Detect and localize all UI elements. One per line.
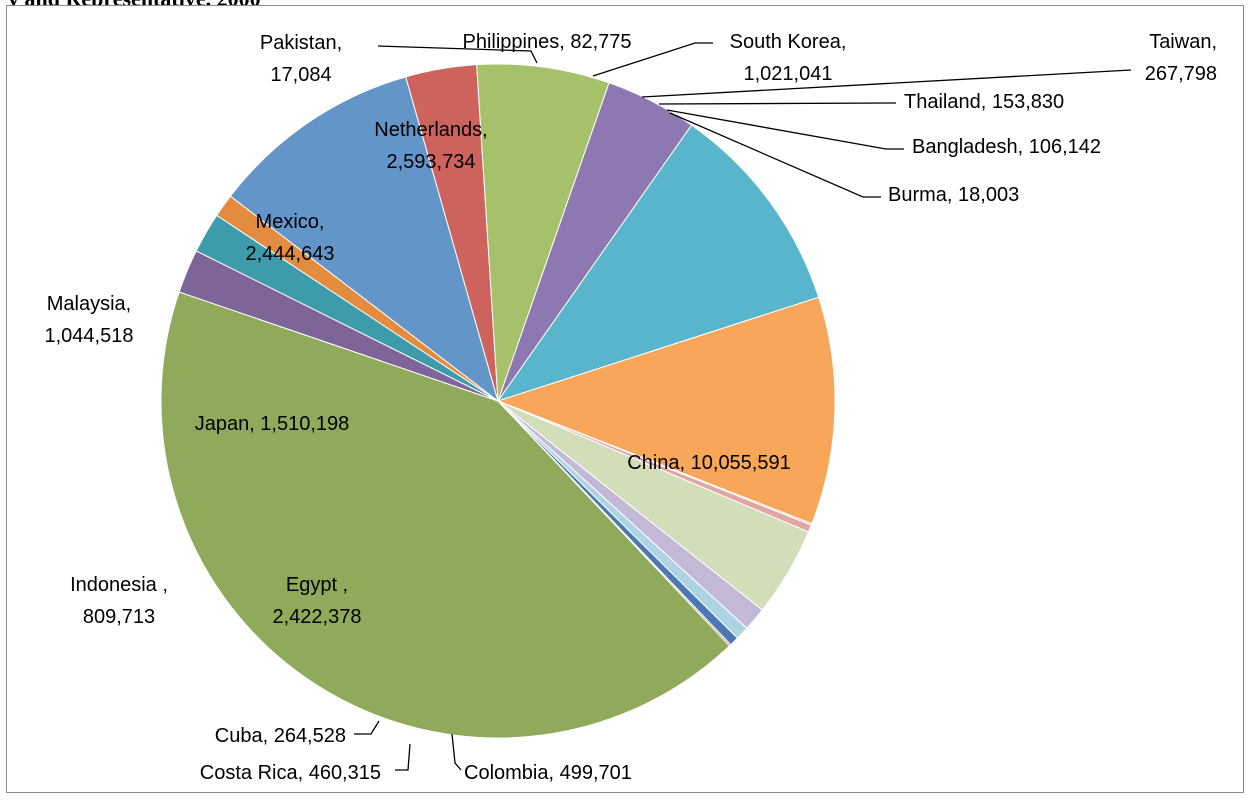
- slice-label: Colombia, 499,701: [464, 762, 632, 784]
- slice-label: Bangladesh, 106,142: [912, 136, 1101, 158]
- slice-label: Egypt ,: [286, 574, 348, 596]
- slice-label: Philippines, 82,775: [462, 31, 631, 53]
- leader-line: [377, 45, 538, 64]
- slice-label: 2,593,734: [387, 151, 476, 173]
- slice-label: Japan, 1,510,198: [195, 413, 350, 435]
- pie-slice: [496, 124, 820, 402]
- slice-label: 1,021,041: [744, 63, 833, 85]
- pie-slices: [160, 63, 836, 739]
- pie-slice: [496, 296, 836, 525]
- leader-line: [395, 743, 411, 771]
- slice-label: Indonesia ,: [70, 574, 168, 596]
- slice-label: South Korea,: [730, 31, 847, 53]
- leader-line: [669, 112, 881, 198]
- slice-label: Malaysia,: [47, 293, 131, 315]
- slice-label: Thailand, 153,830: [904, 91, 1064, 113]
- slice-label: 809,713: [83, 606, 155, 628]
- pie-slice: [229, 76, 499, 403]
- leader-line: [641, 69, 1132, 98]
- slice-label: Netherlands,: [374, 119, 487, 141]
- slice-label: 267,798: [1145, 63, 1217, 85]
- slice-label: Pakistan,: [260, 32, 342, 54]
- pie-slice: [497, 400, 732, 647]
- slice-label: Costa Rica, 460,315: [200, 762, 381, 784]
- slice-label: 17,084: [270, 64, 331, 86]
- slice-label: China, 10,055,591: [627, 452, 790, 474]
- leader-line: [592, 42, 713, 77]
- slice-label: Burma, 18,003: [888, 184, 1019, 206]
- slice-label: 2,422,378: [273, 606, 362, 628]
- pie-slice: [160, 291, 731, 739]
- leader-line: [658, 102, 897, 105]
- leader-lines: [354, 42, 1132, 771]
- slice-label: Taiwan,: [1149, 31, 1217, 53]
- slice-label: Cuba, 264,528: [215, 725, 346, 747]
- pie-slice: [476, 63, 610, 402]
- slice-label: 1,044,518: [45, 325, 134, 347]
- slice-label: Mexico,: [256, 211, 325, 233]
- slice-label: 2,444,643: [246, 243, 335, 265]
- leader-line: [666, 109, 904, 150]
- leader-line: [451, 733, 462, 771]
- leader-line: [354, 720, 380, 735]
